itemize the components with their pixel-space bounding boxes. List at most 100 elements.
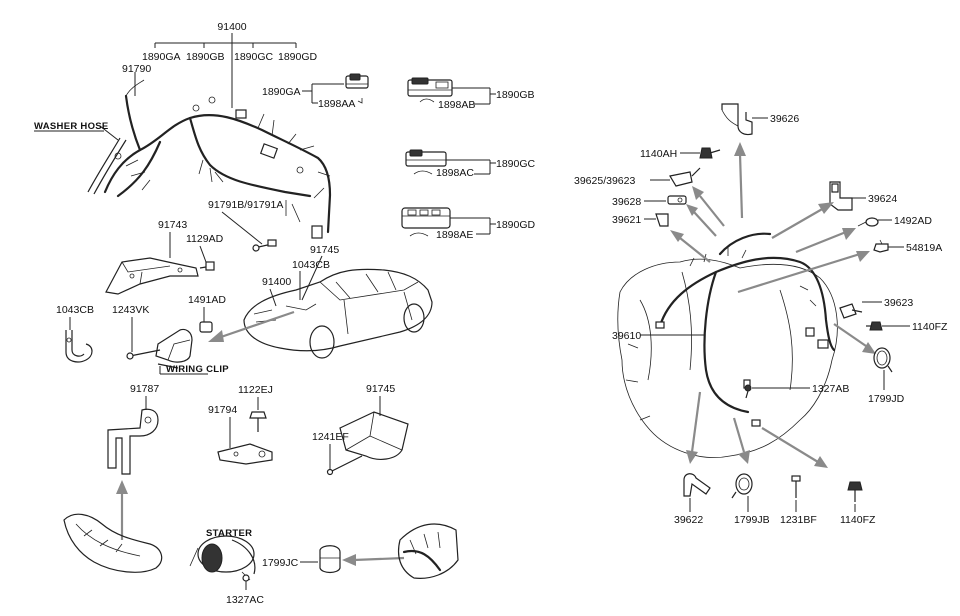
label-1231BF: 1231BF	[780, 514, 817, 526]
clip-91791-group: 91791B/91791A	[208, 199, 283, 252]
clamp-1799JD-drawing	[873, 347, 893, 373]
bracket-54819A-drawing	[873, 239, 889, 253]
bolt-1140AH-drawing	[699, 147, 721, 159]
label-1890GB-connector: 1890GB	[496, 89, 535, 101]
bracket-91743-group: 91743 1129AD	[105, 219, 224, 295]
label-91791B-91791A: 91791B/91791A	[208, 199, 283, 211]
label-1890GA: 1890GA	[142, 51, 181, 63]
label-1898AB: 1898AB	[438, 99, 475, 111]
label-1140FZ-bottom: 1140FZ	[840, 514, 876, 526]
car-outline-group: 91745 1043CB 91400	[208, 244, 433, 359]
label-91787: 91787	[130, 383, 159, 395]
connector-1890GC-drawing	[405, 149, 447, 167]
label-39628: 39628	[612, 196, 641, 208]
main-harness-drawing	[103, 79, 332, 239]
label-1890GA-connector: 1890GA	[262, 86, 301, 98]
label-1327AB: 1327AB	[812, 383, 849, 395]
clip-1043CB-group: 1043CB	[56, 304, 94, 363]
transmission-outline-drawing	[617, 258, 838, 458]
clip-39622-drawing	[683, 473, 711, 497]
bracket-39625-drawing	[669, 167, 701, 187]
label-washer-hose: WASHER HOSE	[34, 121, 109, 132]
clip-39628-drawing	[667, 195, 687, 205]
label-39623: 39623	[884, 297, 913, 309]
label-1898AE: 1898AE	[436, 229, 473, 241]
label-1898AA: 1898AA	[318, 98, 355, 110]
wiring-clip-group: 1243VK 1491AD WIRING CLIP	[112, 294, 229, 375]
label-1043CB-car: 1043CB	[292, 259, 330, 271]
bracket-91787-drawing	[107, 408, 159, 475]
label-1491AD: 1491AD	[188, 294, 226, 306]
protector-91745-group: 91745 1241EF	[312, 383, 409, 476]
label-91790: 91790	[122, 63, 151, 75]
label-91400-car: 91400	[262, 276, 291, 288]
label-1799JC: 1799JC	[262, 557, 299, 569]
label-91794: 91794	[208, 404, 237, 416]
connector-1890GB-group: 1890GB 1898AB	[407, 77, 535, 111]
protector-91745-drawing	[326, 411, 409, 476]
engine-area-left-drawing	[63, 513, 163, 573]
starter-group: STARTER 1327AC	[189, 528, 264, 606]
bracket-39623-drawing	[839, 303, 863, 319]
label-wiring-clip: WIRING CLIP	[166, 364, 229, 375]
clip-1043CB-drawing	[65, 330, 93, 363]
clamp-1799JB-drawing	[731, 473, 753, 499]
clip-91791-drawing	[252, 239, 277, 252]
bracket-39624-drawing	[829, 181, 853, 211]
bolt-1140FZ-right-drawing	[866, 321, 883, 331]
bracket-91794-drawing	[217, 443, 273, 465]
label-1890GD: 1890GD	[278, 51, 318, 63]
label-91400: 91400	[217, 21, 246, 33]
bracket-91787-group: 91787	[63, 383, 163, 573]
label-1890GB: 1890GB	[186, 51, 225, 63]
label-1122EJ: 1122EJ	[238, 384, 273, 396]
harness-39610-drawing	[655, 232, 836, 427]
label-1043CB-left: 1043CB	[56, 304, 94, 316]
label-39626: 39626	[770, 113, 799, 125]
label-starter: STARTER	[206, 528, 252, 539]
connector-1890GA-drawing	[345, 73, 369, 89]
label-1492AD: 1492AD	[894, 215, 932, 227]
bracket-39626-drawing	[721, 103, 753, 136]
label-1898AC: 1898AC	[436, 167, 474, 179]
label-39625-39623: 39625/39623	[574, 175, 635, 187]
bracket-91794-group: 1122EJ 91794	[208, 384, 273, 465]
label-1799JB: 1799JB	[734, 514, 770, 526]
bolt-1140FZ-bottom-drawing	[847, 481, 863, 502]
bolt-1231BF-drawing	[791, 475, 801, 498]
label-1140FZ-right: 1140FZ	[912, 321, 948, 333]
clamp-1799JC-group: 1799JC	[262, 523, 459, 579]
harness-91400-group: 91400 1890GA 1890GB 1890GC 1890GD 91790 …	[34, 21, 332, 239]
label-39624: 39624	[868, 193, 897, 205]
wiring-clip-drawing	[126, 321, 213, 369]
label-91743: 91743	[158, 219, 187, 231]
label-1799JD: 1799JD	[868, 393, 905, 405]
label-1890GD-connector: 1890GD	[496, 219, 536, 231]
harness-bottom-right-drawing	[397, 523, 459, 579]
label-91745-bottom: 91745	[366, 383, 395, 395]
connector-1890GA-group: 1890GA 1898AA	[262, 73, 369, 110]
label-54819A: 54819A	[906, 242, 942, 254]
label-1890GC: 1890GC	[234, 51, 274, 63]
bolt-1122EJ-drawing	[249, 411, 267, 432]
bracket-91743-drawing	[105, 257, 215, 295]
clamp-1799JC-drawing	[319, 545, 341, 574]
label-1890GC-connector: 1890GC	[496, 158, 536, 170]
label-1129AD: 1129AD	[186, 233, 224, 245]
washer-hose	[87, 137, 121, 193]
clip-1492AD-drawing	[857, 217, 879, 227]
connector-1890GD-group: 1890GD 1898AE	[401, 207, 536, 241]
label-1327AC: 1327AC	[226, 594, 264, 606]
connector-1890GC-group: 1890GC 1898AC	[405, 149, 536, 179]
connector-1890GD-drawing	[401, 207, 451, 229]
nut-1327AB-drawing	[744, 384, 752, 399]
label-91745-top: 91745	[310, 244, 339, 256]
connector-1890GB-drawing	[407, 77, 453, 97]
car-drawing	[243, 268, 433, 359]
transmission-group: 39610 39626 1140AH 39625/39623 39628	[574, 103, 948, 526]
label-39621: 39621	[612, 214, 641, 226]
label-1243VK: 1243VK	[112, 304, 149, 316]
clip-39621-drawing	[655, 213, 669, 227]
label-1140AH: 1140AH	[640, 148, 677, 160]
